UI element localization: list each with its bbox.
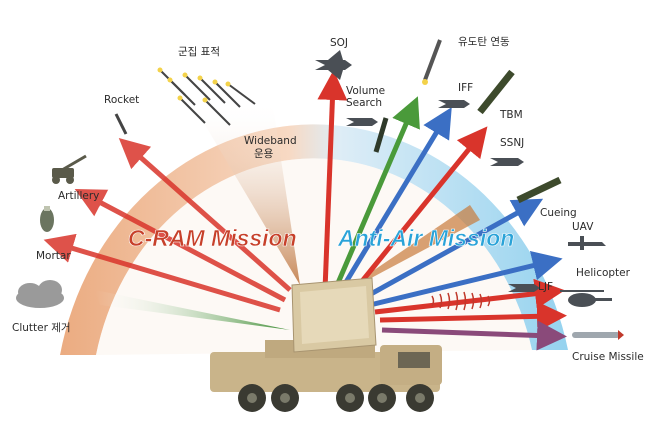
rocket-icon xyxy=(114,113,128,135)
iff-label: IFF xyxy=(458,82,473,94)
radar-truck-icon xyxy=(210,277,442,412)
ljf-label: LJF xyxy=(538,281,553,293)
artillery-label: Artillery xyxy=(58,190,99,202)
clutter-beam xyxy=(95,290,290,330)
cram-mission-title: C-RAM Mission xyxy=(128,225,297,251)
cueing-label: Cueing xyxy=(540,207,577,219)
mortar-icon xyxy=(40,206,54,232)
rocket-label: Rocket xyxy=(104,94,139,106)
artillery-icon xyxy=(52,154,87,184)
helicopter-label: Helicopter xyxy=(576,267,631,279)
soj-label: SOJ xyxy=(330,37,348,49)
mortar-label: Mortar xyxy=(36,250,71,262)
cruise-missile-label: Cruise Missile xyxy=(572,351,644,363)
iff-jet-icon xyxy=(438,100,470,108)
uav-label: UAV xyxy=(572,221,594,233)
ssnj-label: SSNJ xyxy=(500,137,524,149)
antiair-arrows xyxy=(317,70,567,351)
volume-search-jet-icon xyxy=(346,118,378,126)
volume-search-label-line2: Search xyxy=(346,97,382,109)
wideband-label: Wideband xyxy=(244,135,297,147)
volume-search-label: Volume xyxy=(346,85,385,97)
cruise-missile-icon xyxy=(572,330,624,340)
fighter-jet-icon xyxy=(315,50,352,80)
antiair-mission-title: Anti-Air Mission xyxy=(337,225,514,251)
ssnj-jet-icon xyxy=(490,158,524,166)
helicopter-icon xyxy=(560,290,612,307)
cloud-icon xyxy=(16,280,64,308)
tbm-label: TBM xyxy=(499,109,523,121)
guided-missile-label: 유도탄 연동 xyxy=(458,36,510,48)
clutter-label: Clutter 제거 xyxy=(12,322,71,334)
cluster-targets-label: 군집 표적 xyxy=(178,46,220,58)
cram-arrows xyxy=(43,138,292,313)
wideband-beam xyxy=(195,100,300,285)
cluster-targets-icon xyxy=(157,67,256,126)
guided-missile-icon xyxy=(422,39,442,85)
cueing-missile-icon xyxy=(516,176,562,204)
uav-icon xyxy=(568,236,606,250)
jamming-wave-icon xyxy=(431,291,491,311)
volume-search-missile-icon xyxy=(373,117,389,153)
wideband-label-line2: 운용 xyxy=(254,148,274,160)
tbm-missile-icon xyxy=(477,69,515,115)
ljf-jet-icon xyxy=(508,284,540,292)
